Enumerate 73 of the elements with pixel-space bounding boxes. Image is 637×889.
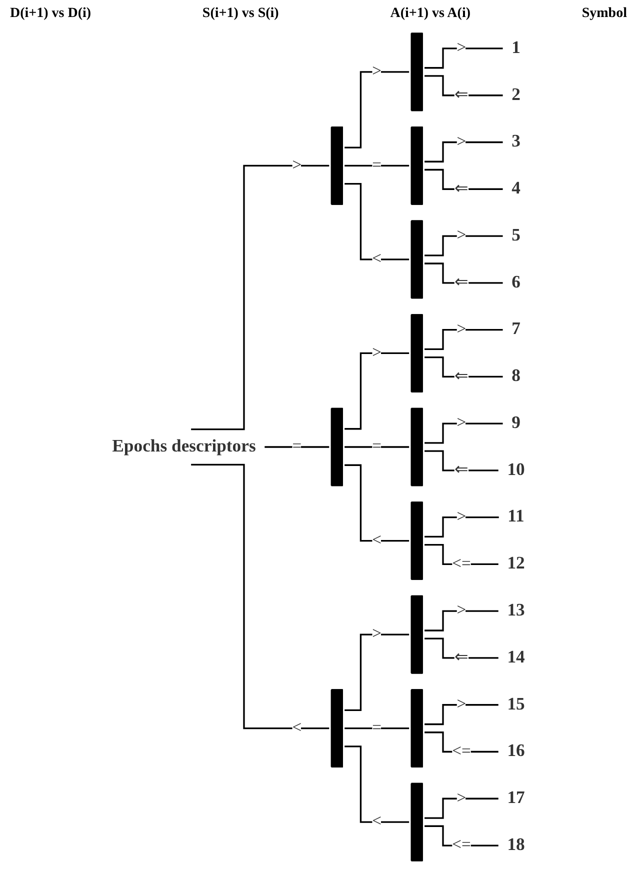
connector (424, 610, 498, 632)
edge-label: > (372, 344, 382, 362)
connector (424, 48, 503, 69)
edge-label: ⇐ (454, 86, 469, 104)
column-heading: D(i+1) vs D(i) (10, 6, 92, 22)
edge-label: ⇐ (454, 368, 469, 386)
edge-label: ⇐ (454, 274, 469, 292)
node-text: 15 (507, 694, 525, 714)
edge-label: > (456, 508, 466, 526)
edge-label: > (456, 226, 466, 245)
edge-label: > (456, 696, 466, 714)
node-text: 5 (512, 226, 520, 245)
connector (191, 164, 330, 430)
node-text: Epochs descriptors (112, 437, 256, 456)
connector (424, 798, 498, 819)
edge-label: <= (452, 742, 471, 760)
edge-label: = (372, 438, 382, 456)
edge-label: < (372, 532, 382, 550)
edge-label: <= (452, 836, 471, 854)
column-heading: S(i+1) vs S(i) (202, 6, 279, 22)
connector (191, 464, 330, 730)
edge-label: < (372, 812, 382, 831)
edge-label: <= (452, 555, 471, 573)
edge-label: > (456, 790, 466, 808)
edge-label: = (372, 156, 382, 174)
node-text: 4 (512, 179, 520, 198)
node-text: 13 (507, 601, 525, 620)
connector (344, 746, 410, 823)
edge-label: > (456, 39, 466, 58)
edge-label: > (372, 62, 382, 80)
edge-label: = (372, 719, 382, 737)
node-text: 9 (512, 414, 520, 432)
node-text: 1 (512, 38, 520, 58)
edge-label: > (372, 625, 382, 644)
node-text: 6 (512, 272, 520, 292)
node-text: 11 (508, 507, 524, 526)
node-text: 8 (512, 366, 520, 386)
connector (424, 235, 503, 256)
connector (344, 164, 410, 167)
edge-label: > (456, 602, 466, 620)
connector (344, 182, 410, 260)
node-text: 2 (512, 85, 520, 104)
edge-label: ⇐ (454, 461, 469, 479)
column-heading: A(i+1) vs A(i) (390, 6, 471, 22)
edge-label: > (456, 133, 466, 151)
connector (424, 422, 503, 444)
node-text: 3 (512, 132, 520, 152)
connector (424, 516, 499, 538)
node-text: 12 (507, 554, 525, 574)
edge-label: > (456, 414, 466, 432)
edge-label: > (456, 320, 466, 338)
connector (344, 71, 410, 148)
node-text: 16 (507, 742, 525, 761)
node-text: 14 (507, 648, 525, 667)
edge-label: ⇐ (454, 648, 469, 667)
edge-label: < (372, 250, 382, 268)
column-heading: Symbol (582, 6, 627, 22)
connector (344, 446, 410, 448)
node-text: 7 (512, 320, 520, 339)
edge-label: ⇐ (454, 180, 469, 198)
edge-label: = (292, 438, 302, 456)
connector (424, 141, 503, 162)
connector (424, 704, 498, 726)
node-text: 18 (507, 836, 525, 854)
connector (424, 328, 503, 350)
connector (344, 727, 410, 730)
edge-label: > (292, 156, 302, 174)
edge-label: < (292, 719, 302, 737)
node-text: 17 (507, 788, 525, 808)
node-text: 10 (507, 460, 525, 480)
connector (344, 352, 410, 430)
connector (344, 634, 410, 712)
connector (344, 464, 410, 542)
